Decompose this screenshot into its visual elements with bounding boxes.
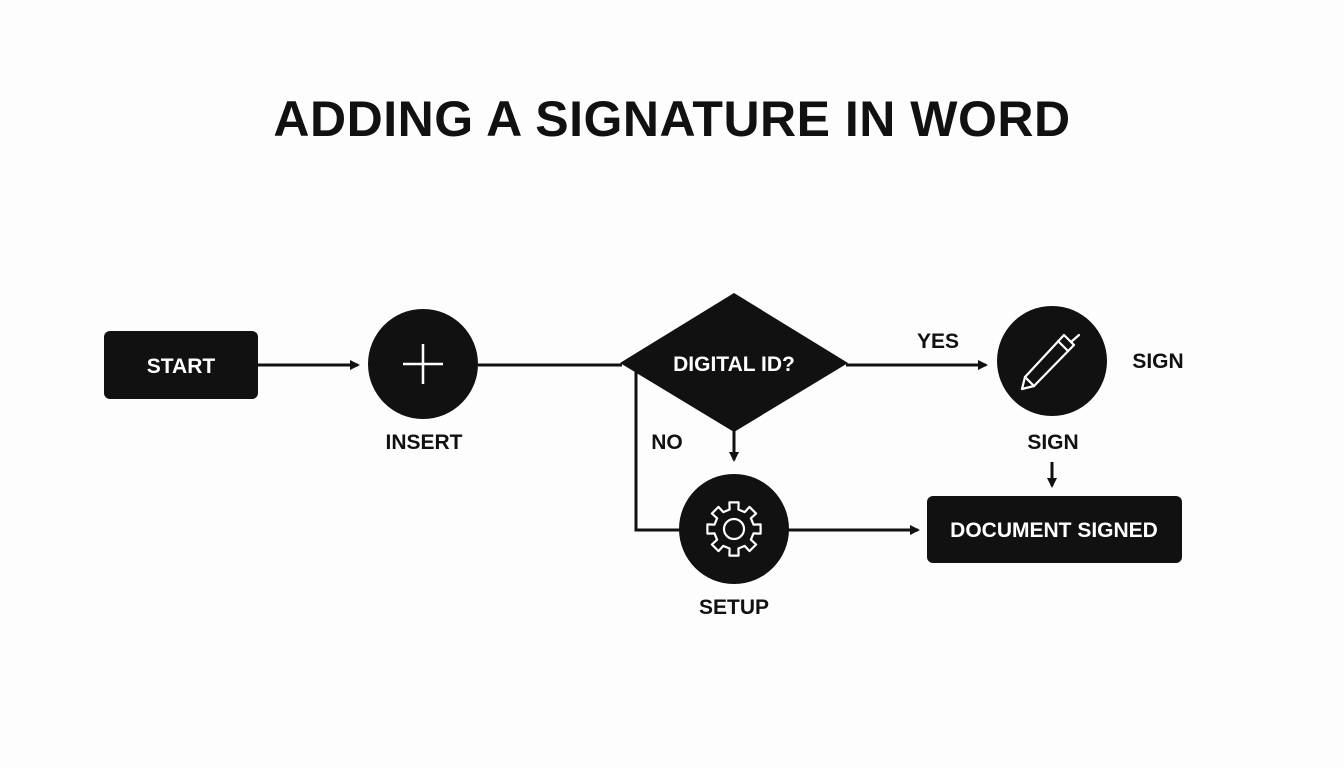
start-label: START [147, 355, 216, 378]
sign-side-label: SIGN [1132, 350, 1183, 373]
document-signed-node: DOCUMENT SIGNED [927, 496, 1182, 563]
yes-edge-label: YES [917, 330, 959, 353]
sign-below-label: SIGN [1027, 431, 1078, 454]
edge-decision-no [634, 372, 680, 532]
pen-icon [1020, 333, 1081, 391]
setup-label: SETUP [699, 596, 769, 619]
decision-label: DIGITAL ID? [673, 353, 795, 376]
insert-node [368, 309, 478, 419]
start-node: START [104, 331, 258, 399]
sign-node [997, 306, 1107, 416]
insert-label: INSERT [385, 431, 462, 454]
plus-icon [403, 344, 443, 384]
document-signed-label: DOCUMENT SIGNED [950, 519, 1158, 542]
diagram-title: ADDING A SIGNATURE IN WORD [273, 91, 1071, 147]
connectors [258, 360, 1057, 535]
setup-node [679, 474, 789, 584]
no-edge-label: NO [651, 431, 683, 454]
decision-node: DIGITAL ID? [620, 293, 848, 432]
gear-icon [706, 501, 762, 557]
